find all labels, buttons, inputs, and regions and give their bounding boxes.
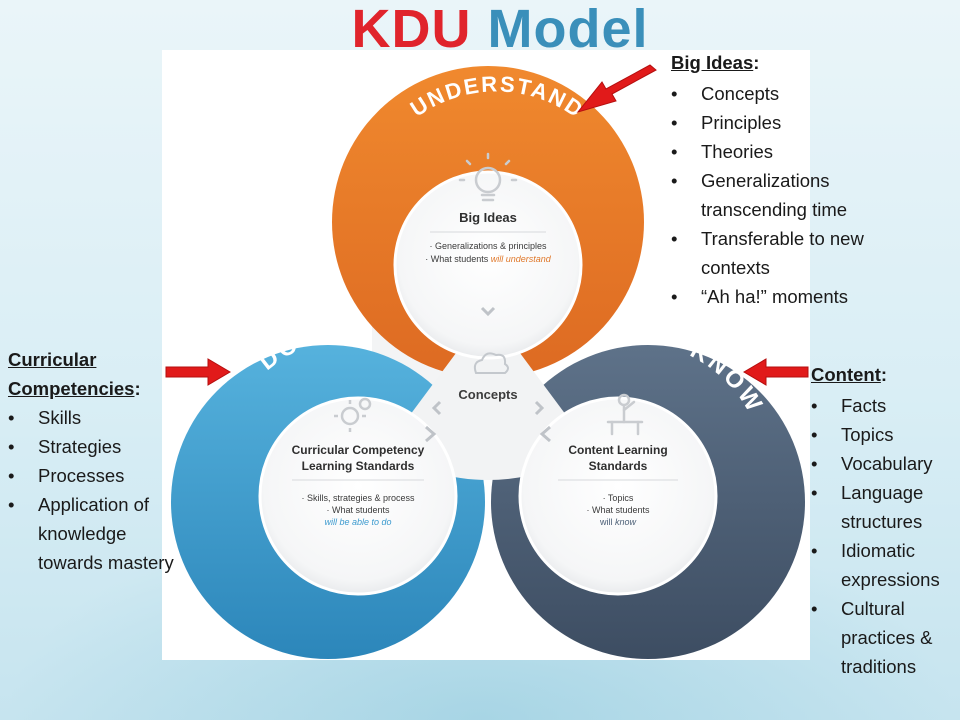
big-ideas-line1: · Generalizations & principles [429,241,547,251]
list-item: “Ah ha!” moments [671,282,956,311]
content-list: Content: Facts Topics Vocabulary Languag… [811,360,959,681]
content-heading-line1: Content Learning [568,443,667,457]
big-ideas-circle [393,170,583,360]
curricular-competencies-list: Curricular Competencies: Skills Strategi… [8,345,208,577]
kdu-diagram: UNDERSTAND DO KNOW Big Ideas · Generaliz… [171,66,805,659]
chevron-right-icon [534,400,545,416]
page-title: KDU Model [0,0,960,60]
list-item: Vocabulary [811,449,959,478]
concepts-label: Concepts [458,387,517,402]
list-item: Facts [811,391,959,420]
list-item: Concepts [671,79,956,108]
curricular-heading-line1: Curricular Competency [292,443,425,457]
arrow-to-do-icon [165,358,231,386]
curricular-circle [258,396,458,596]
curricular-heading-line2: Learning Standards [302,459,415,473]
list-item: Principles [671,108,956,137]
chevron-right-icon [425,425,437,443]
list-item: Theories [671,137,956,166]
curricular-line1: · Skills, strategies & process [301,493,415,503]
lightbulb-icon [458,152,518,202]
big-ideas-list: Big Ideas: Concepts Principles Theories … [671,48,956,311]
list-item: Processes [8,461,208,490]
content-heading-line2: Standards [589,459,648,473]
big-ideas-list-heading: Big Ideas [671,52,754,73]
title-word-kdu: KDU [351,0,472,59]
gears-icon [334,397,372,432]
chevron-left-icon [431,400,442,416]
arrow-to-know-icon [743,358,809,386]
curricular-list-heading-line1: Curricular [8,349,97,370]
arrow-to-understand-icon [576,64,657,113]
content-line3: will know [599,517,637,527]
content-line1: · Topics [603,493,634,503]
chevron-left-icon [539,425,551,443]
curricular-line3: will be able to do [324,517,391,527]
chevron-down-icon [480,306,496,317]
content-list-heading: Content [811,364,881,385]
cloud-icon [473,352,509,374]
title-word-model: Model [487,0,649,59]
big-ideas-heading: Big Ideas [459,210,517,225]
list-item: Topics [811,420,959,449]
content-circle [518,396,718,596]
big-ideas-line2: · What students will understand [425,254,552,264]
list-item: Skills [8,403,208,432]
content-line2: · What students [586,505,650,515]
student-desk-icon [606,393,644,436]
curricular-list-heading-line2: Competencies [8,378,135,399]
curricular-line2: · What students [326,505,390,515]
list-item: Strategies [8,432,208,461]
